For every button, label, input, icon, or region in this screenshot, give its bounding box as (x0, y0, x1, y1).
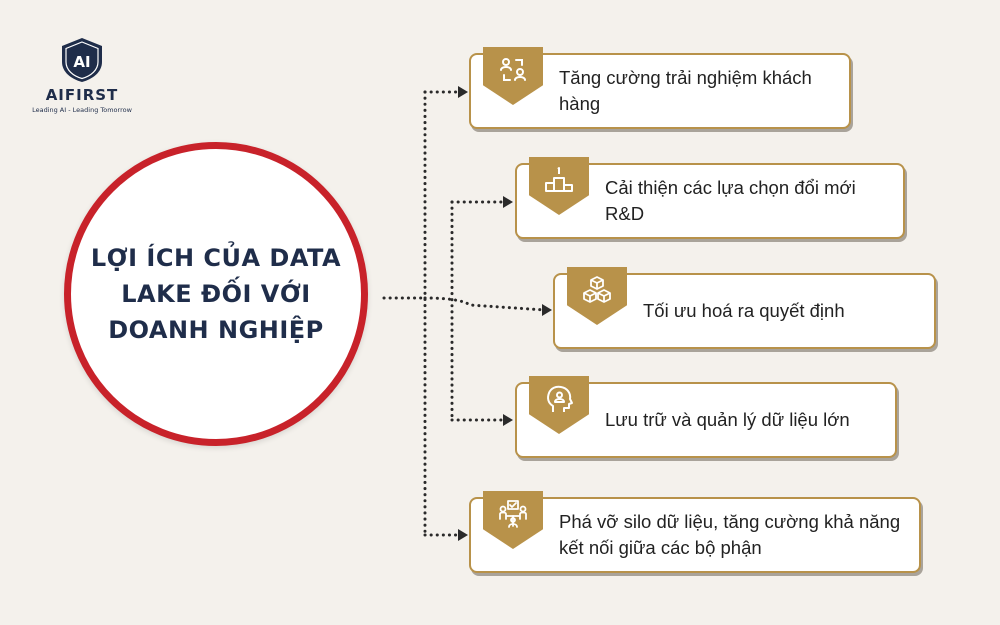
arrowhead-5 (458, 529, 468, 541)
benefit-text-5: Phá vỡ silo dữ liệu, tăng cường khả năng… (559, 511, 901, 558)
benefit-text-2: Cải thiện các lựa chọn đổi mới R&D (605, 177, 856, 224)
benefit-badge-4 (529, 376, 589, 434)
arrowhead-3 (542, 304, 552, 316)
benefit-card-1: Tăng cường trải nghiệm khách hàng (469, 47, 851, 129)
shield-logo-icon: AI (62, 38, 102, 82)
head-user-icon (547, 385, 573, 412)
brand-logo: AI AIFIRST Leading AI - Leading Tomorrow (22, 36, 142, 114)
benefit-card-4: Lưu trữ và quản lý dữ liệu lớn (515, 376, 897, 458)
customer-exchange-icon (500, 58, 526, 81)
benefit-text-1: Tăng cường trải nghiệm khách hàng (559, 67, 812, 114)
benefit-badge-1 (483, 47, 543, 105)
connector-to-card-3 (423, 296, 547, 312)
team-collaboration-icon (499, 500, 527, 528)
center-title: LỢI ÍCH CỦA DATA LAKE ĐỐI VỚI DOANH NGHI… (90, 244, 342, 344)
benefit-text-3: Tối ưu hoá ra quyết định (643, 300, 845, 321)
arrowhead-4 (503, 414, 513, 426)
benefit-badge-2 (529, 157, 589, 215)
cubes-icon (583, 276, 611, 303)
brand-name: AIFIRST (45, 86, 119, 104)
center-circle: LỢI ÍCH CỦA DATA LAKE ĐỐI VỚI DOANH NGHI… (64, 142, 368, 446)
brand-tagline: Leading AI - Leading Tomorrow (32, 106, 132, 114)
benefit-card-2: Cải thiện các lựa chọn đổi mới R&D (515, 157, 905, 239)
benefit-text-4: Lưu trữ và quản lý dữ liệu lớn (605, 409, 850, 430)
benefit-badge-3 (567, 267, 627, 325)
logo-monogram: AI (73, 53, 90, 71)
benefit-badge-5 (483, 491, 543, 549)
arrowhead-2 (503, 196, 513, 208)
benefit-card-3: Tối ưu hoá ra quyết định (553, 267, 936, 349)
podium-icon (545, 167, 573, 192)
benefit-card-5: Phá vỡ silo dữ liệu, tăng cường khả năng… (469, 491, 921, 573)
arrowhead-1 (458, 86, 468, 98)
